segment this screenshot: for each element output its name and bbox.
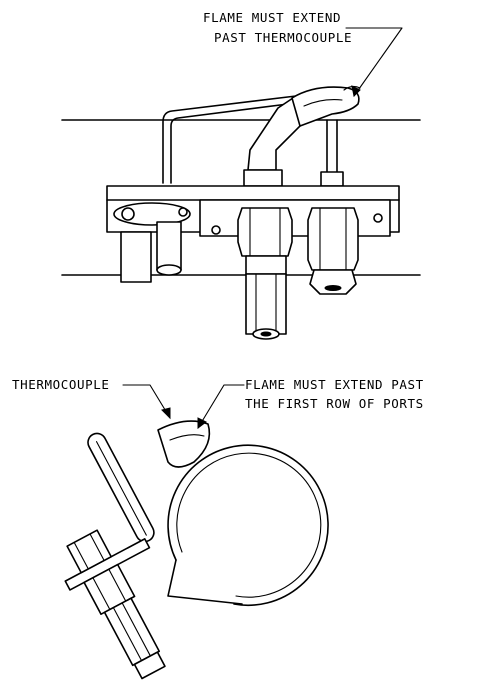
top-flame-label-line2: PAST THERMOCOUPLE (214, 30, 352, 45)
compression-nut-right (307, 207, 359, 271)
bracket-drop (120, 231, 152, 283)
end-nut-upper (66, 529, 113, 574)
thermocouple-nut-base (309, 269, 357, 295)
bottom-flame-label-line2: THE FIRST ROW OF PORTS (245, 396, 424, 411)
pilot-assembly-side-view (61, 27, 421, 340)
orifice-flange (113, 202, 191, 226)
bottom-flame-leader (197, 384, 245, 429)
flange-screw-right (373, 213, 383, 223)
thermocouple-label: THERMOCOUPLE (12, 377, 110, 392)
compression-nut-left (237, 207, 293, 257)
flange-screw-left (211, 225, 221, 235)
thermocouple-collar (320, 171, 344, 187)
pilot-burner-base (243, 169, 283, 187)
thermocouple-leader (122, 384, 171, 419)
pilot-assembly-end-view (64, 384, 329, 680)
tubing-hex-left (245, 273, 287, 335)
orifice-hole-right (178, 207, 188, 217)
top-flame-leader (345, 27, 403, 97)
bottom-flame-label-line1: FLAME MUST EXTEND PAST (245, 377, 424, 392)
pilot-flame-bottom (157, 420, 211, 468)
orifice-stem (156, 221, 182, 271)
flange-plate (199, 199, 391, 237)
orifice-hole-left (121, 207, 135, 221)
pilot-flame-top (291, 86, 360, 127)
burner-ring (167, 444, 329, 607)
top-flame-label-line1: FLAME MUST EXTEND (203, 10, 341, 25)
